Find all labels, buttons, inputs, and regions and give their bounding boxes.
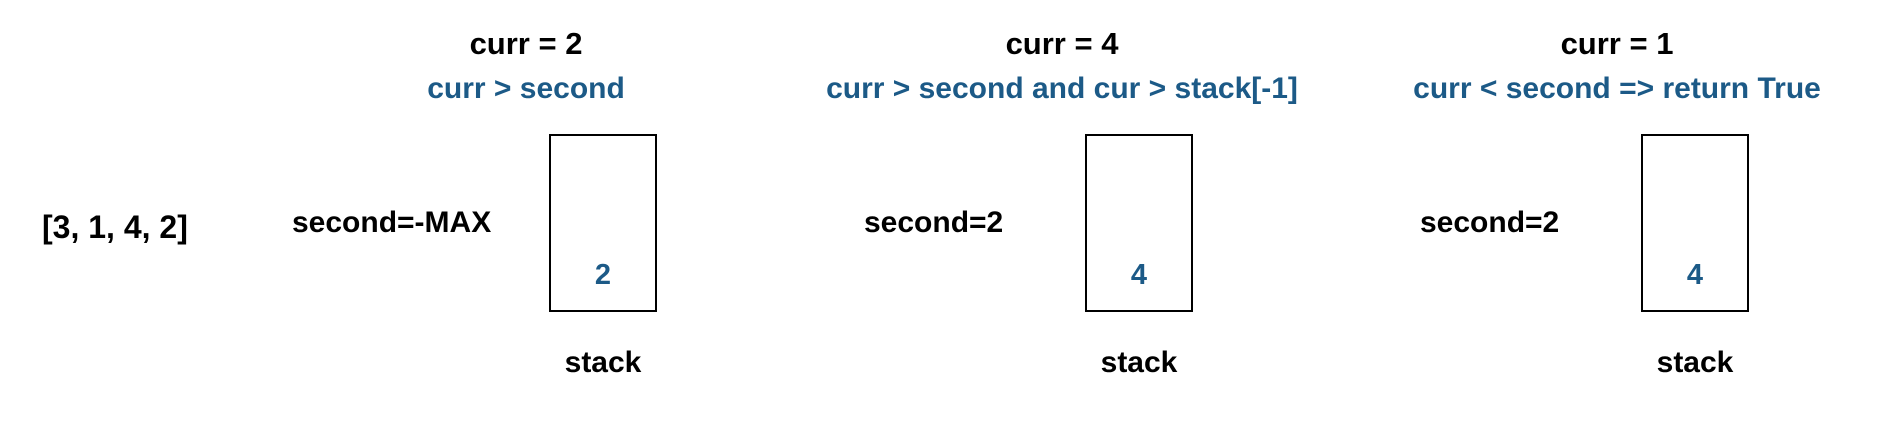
stack-label: stack (1100, 346, 1178, 379)
stack-label: stack (564, 346, 642, 379)
step-curr-label: curr = 4 (1005, 26, 1119, 61)
step-condition: curr < second => return True (1413, 72, 1821, 105)
stack-top-value: 4 (1686, 259, 1704, 291)
second-value: second=2 (864, 206, 1004, 239)
stack-top-value: 4 (1130, 259, 1148, 291)
step-curr-label: curr = 2 (469, 26, 583, 61)
step-condition: curr > second (427, 72, 625, 105)
stack-top-value: 2 (594, 259, 612, 291)
stack-box: 2 (549, 134, 657, 312)
input-array: [3, 1, 4, 2] (42, 209, 188, 245)
step-condition: curr > second and cur > stack[-1] (826, 72, 1298, 105)
stack-box: 4 (1085, 134, 1193, 312)
second-value: second=-MAX (292, 206, 492, 239)
stack-label: stack (1656, 346, 1734, 379)
second-value: second=2 (1420, 206, 1560, 239)
stack-box: 4 (1641, 134, 1749, 312)
step-curr-label: curr = 1 (1560, 26, 1674, 61)
